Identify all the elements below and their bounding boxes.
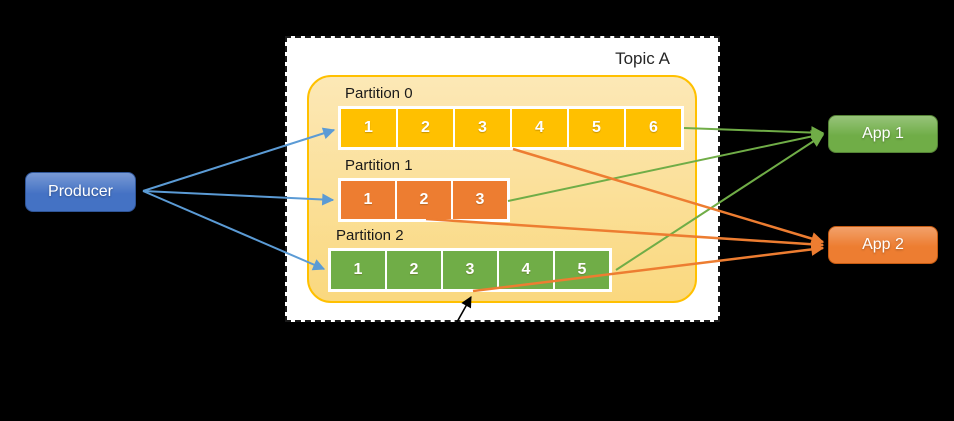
message-cell: 3 — [453, 181, 507, 219]
topic-a-label: Topic A — [615, 49, 670, 68]
message-cell: 1 — [341, 181, 395, 219]
message-cell: 1 — [341, 109, 396, 147]
message-cell: 4 — [512, 109, 567, 147]
message-cell: 2 — [387, 251, 441, 289]
partition-2-label: Partition 2 — [336, 227, 404, 244]
message-cell: 1 — [331, 251, 385, 289]
app2-box: App 2 — [828, 226, 938, 264]
partition-1-label: Partition 1 — [345, 157, 413, 174]
producer-box: Producer — [25, 172, 136, 212]
message-cell: 6 — [626, 109, 681, 147]
message-cell: 5 — [569, 109, 624, 147]
message-cell: 2 — [397, 181, 451, 219]
message-cell: 5 — [555, 251, 609, 289]
message-cell: 4 — [499, 251, 553, 289]
partition-0-label: Partition 0 — [345, 85, 413, 102]
message-cell: 2 — [398, 109, 453, 147]
message-cell: 3 — [455, 109, 510, 147]
app1-box: App 1 — [828, 115, 938, 153]
message-cell: 3 — [443, 251, 497, 289]
